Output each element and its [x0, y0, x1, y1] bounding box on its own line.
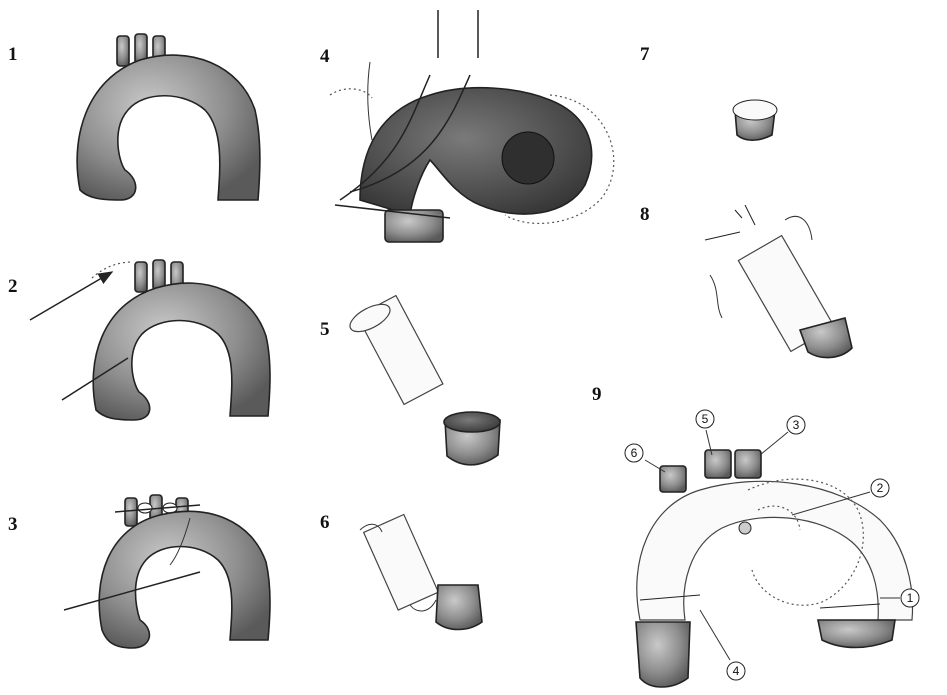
panel-4: 4 — [320, 10, 614, 242]
step-label-7: 7 — [640, 44, 650, 65]
panel-3: 3 — [8, 495, 270, 648]
marker-6: 6 — [625, 444, 665, 472]
marker-4: 4 — [700, 610, 745, 680]
marker-6-label: 6 — [631, 446, 638, 460]
step-label-6: 6 — [320, 512, 330, 533]
graft-eversion — [360, 515, 482, 630]
aortic-arch-clamped — [64, 495, 270, 648]
marker-4-label: 4 — [733, 664, 740, 678]
marker-3-label: 3 — [793, 418, 800, 432]
graft-and-cuff — [346, 296, 500, 465]
marker-5-label: 5 — [702, 412, 709, 426]
panel-7: 7 — [640, 44, 777, 140]
step-label-9: 9 — [592, 384, 602, 405]
panel-9: 9 1 2 3 — [592, 384, 919, 687]
marker-1-label: 1 — [907, 591, 914, 605]
arrow-axillary — [30, 272, 112, 320]
step-label-5: 5 — [320, 319, 330, 340]
graft-cuff-ring — [733, 100, 777, 140]
marker-5: 5 — [696, 410, 714, 455]
marker-2-label: 2 — [877, 481, 884, 495]
aortic-arch-intact — [77, 34, 260, 200]
panel-6: 6 — [320, 512, 482, 630]
panel-5: 5 — [320, 296, 500, 465]
panel-1: 1 — [8, 34, 260, 200]
panel-2: 2 — [8, 260, 270, 420]
step-label-8: 8 — [640, 204, 650, 225]
panel-8: 8 — [640, 204, 852, 358]
marker-3: 3 — [760, 416, 805, 455]
step-label-1: 1 — [8, 44, 18, 65]
opened-arch-perfusion — [330, 10, 614, 242]
axillary-cannula-dotted — [92, 262, 132, 278]
step-label-4: 4 — [320, 46, 330, 67]
aortic-arch-cannulated — [30, 260, 270, 420]
step-label-2: 2 — [8, 276, 18, 297]
graft-anastomosis — [705, 205, 852, 358]
step-label-3: 3 — [8, 514, 18, 535]
